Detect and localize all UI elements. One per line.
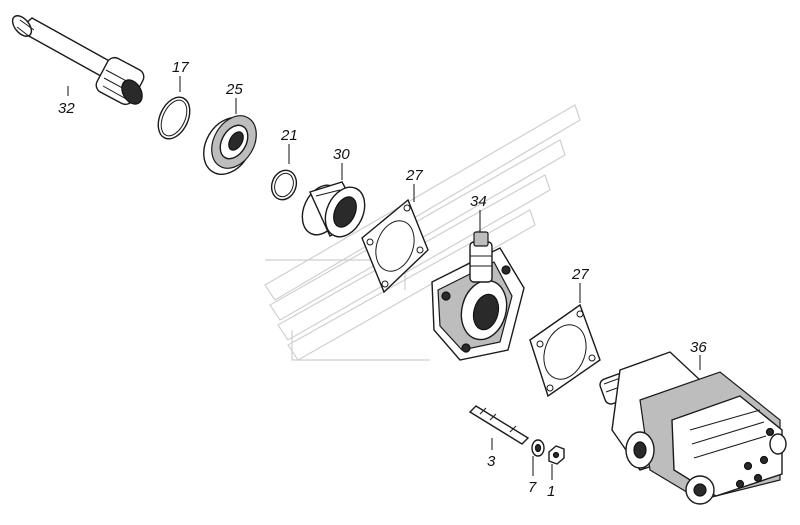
nut-part-1 xyxy=(548,445,565,465)
o-ring-part-21 xyxy=(270,169,298,201)
callout-27-left: 27 xyxy=(405,167,423,184)
gasket-part-27-left xyxy=(361,198,429,294)
housing-part-34 xyxy=(431,231,525,361)
callout-27-right: 27 xyxy=(571,266,589,283)
callout-25: 25 xyxy=(225,81,243,98)
washer-part-7 xyxy=(531,439,545,457)
callout-7: 7 xyxy=(528,479,537,496)
callout-17: 17 xyxy=(172,59,189,76)
stud-part-3 xyxy=(468,405,530,445)
leader-lines xyxy=(67,76,701,480)
snap-ring-part-17 xyxy=(157,96,191,140)
gasket-part-27-right xyxy=(529,303,601,398)
pump-part-36 xyxy=(599,351,787,505)
bearing-part-25 xyxy=(203,115,257,175)
callout-labels: 32 17 25 21 30 27 34 27 36 3 7 1 xyxy=(58,59,707,500)
callout-1: 1 xyxy=(547,483,555,500)
callout-30: 30 xyxy=(333,146,350,163)
callout-36: 36 xyxy=(690,339,707,356)
callout-32: 32 xyxy=(58,100,75,117)
spline-shaft-part-32 xyxy=(11,15,145,106)
sleeve-part-30 xyxy=(301,181,366,238)
callout-3: 3 xyxy=(487,453,496,470)
callout-21: 21 xyxy=(280,127,298,144)
callout-34: 34 xyxy=(470,193,487,210)
